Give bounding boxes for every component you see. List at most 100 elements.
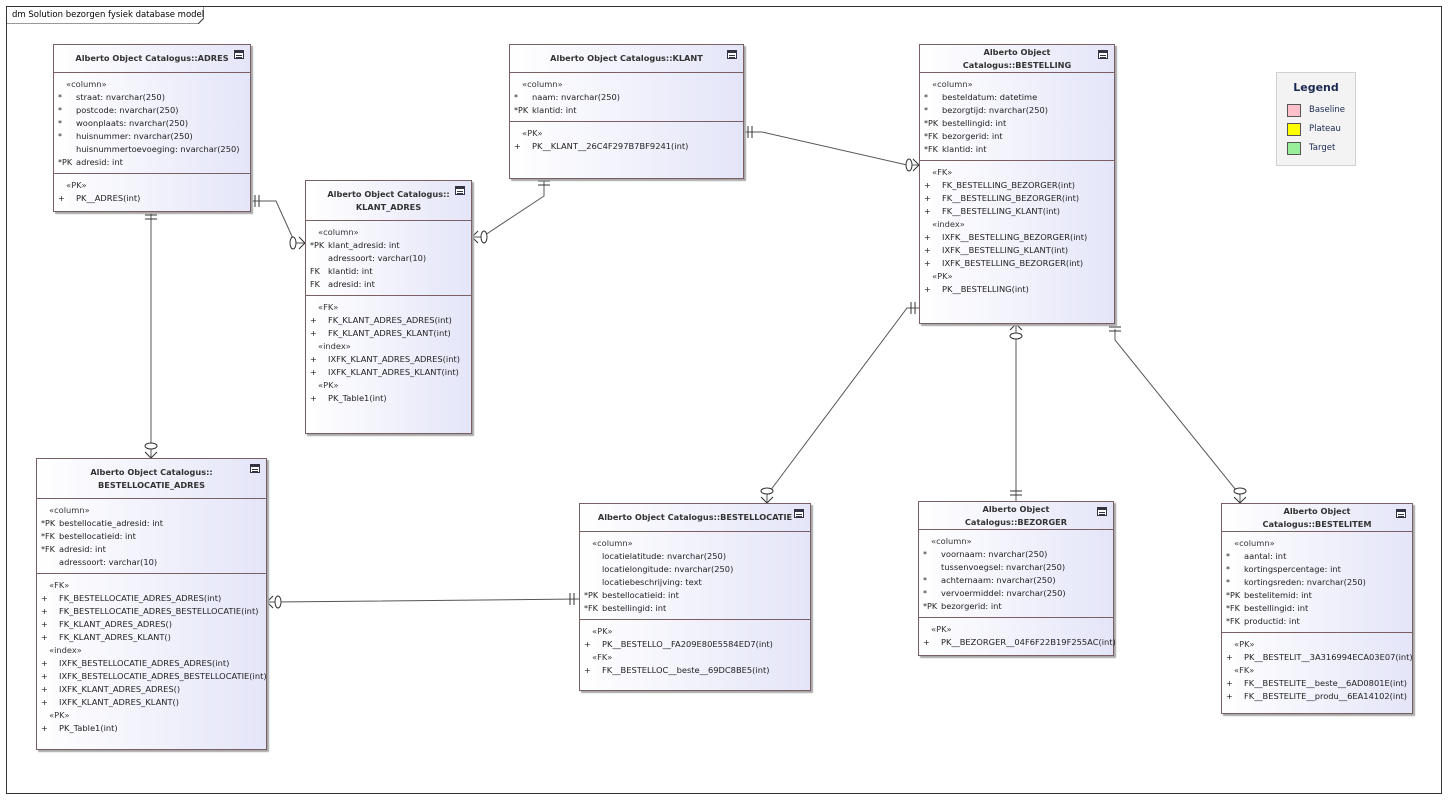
table-row[interactable]: +IXFK_KLANT_ADRES_KLANT(int) bbox=[306, 366, 471, 379]
table-row[interactable]: +IXFK_BESTELLING_BEZORGER(int) bbox=[920, 257, 1114, 270]
table-row[interactable]: *bezorgtijd: nvarchar(250) bbox=[920, 104, 1114, 117]
table-row[interactable]: *kortingsreden: nvarchar(250) bbox=[1222, 576, 1412, 589]
row-marker: *PK bbox=[1226, 591, 1241, 600]
table-row[interactable]: +FK_KLANT_ADRES_KLANT(int) bbox=[306, 327, 471, 340]
table-row[interactable]: +IXFK__BESTELLING_KLANT(int) bbox=[920, 244, 1114, 257]
table-row[interactable]: +PK_Table1(int) bbox=[37, 722, 266, 735]
table-row[interactable]: adressoort: varchar(10) bbox=[37, 556, 266, 569]
table-row[interactable]: +FK__BESTELLOC__beste__69DC8BE5(int) bbox=[580, 664, 810, 677]
table-row[interactable]: +PK__BESTELIT__3A316994ECA03E07(int) bbox=[1222, 651, 1413, 664]
table-row[interactable]: *postcode: nvarchar(250) bbox=[54, 104, 250, 117]
table-bezorger[interactable]: Alberto Object Catalogus::BEZORGER«colum… bbox=[918, 501, 1116, 656]
row-marker: + bbox=[41, 698, 48, 707]
row-marker: * bbox=[923, 550, 927, 559]
table-row[interactable]: adressoort: varchar(10) bbox=[306, 252, 471, 265]
table-section: «column»locatielatitude: nvarchar(250)lo… bbox=[580, 532, 810, 620]
table-row[interactable]: +FK_KLANT_ADRES_ADRES(int) bbox=[306, 314, 471, 327]
table-adres[interactable]: Alberto Object Catalogus::ADRES«column»*… bbox=[53, 44, 251, 212]
table-row[interactable]: +PK__BESTELLO__FA209E80E5584ED7(int) bbox=[580, 638, 810, 651]
table-row[interactable]: +IXFK_BESTELLOCATIE_ADRES_ADRES(int) bbox=[37, 657, 266, 670]
row-marker: FK bbox=[310, 267, 320, 276]
table-row[interactable]: +PK__KLANT__26C4F297B7BF9241(int) bbox=[510, 140, 743, 153]
table-row[interactable]: +IXFK_KLANT_ADRES_ADRES() bbox=[37, 683, 266, 696]
table-row[interactable]: +FK__BESTELITE__produ__6EA14102(int) bbox=[1222, 690, 1412, 703]
table-row[interactable]: *woonplaats: nvarchar(250) bbox=[54, 117, 250, 130]
table-row[interactable]: locatielongitude: nvarchar(250) bbox=[580, 563, 810, 576]
table-row[interactable]: +FK__BESTELLING_BEZORGER(int) bbox=[920, 192, 1114, 205]
table-section: «PK»+PK__ADRES(int) bbox=[54, 174, 250, 209]
many-marker bbox=[274, 595, 282, 609]
legend[interactable]: Legend Baseline Plateau Target bbox=[1276, 72, 1356, 166]
table-row[interactable]: +PK__BESTELLING(int) bbox=[920, 283, 1114, 296]
table-section: «FK»+FK_BESTELLOCATIE_ADRES_ADRES(int)+F… bbox=[37, 574, 267, 739]
row-text: PK__BESTELLING(int) bbox=[942, 284, 1029, 294]
table-row[interactable]: *kortingspercentage: int bbox=[1222, 563, 1412, 576]
table-row[interactable]: +FK__BESTELITE__beste__6AD0801E(int) bbox=[1222, 677, 1412, 690]
table-section: «PK»+PK__BESTELLO__FA209E80E5584ED7(int)… bbox=[580, 620, 810, 681]
row-marker: *FK bbox=[1226, 617, 1240, 626]
table-klant-adres[interactable]: Alberto Object Catalogus::KLANT_ADRES«co… bbox=[305, 180, 472, 434]
table-row[interactable]: +FK__BESTELLING_KLANT(int) bbox=[920, 205, 1114, 218]
table-row[interactable]: tussenvoegsel: nvarchar(250) bbox=[919, 561, 1113, 574]
table-row[interactable]: *voornaam: nvarchar(250) bbox=[919, 548, 1113, 561]
table-row[interactable]: locatiebeschrijving: text bbox=[580, 576, 810, 589]
table-klant[interactable]: Alberto Object Catalogus::KLANT«column»*… bbox=[509, 44, 744, 179]
table-row[interactable]: +IXFK__BESTELLING_BEZORGER(int) bbox=[920, 231, 1114, 244]
row-marker: + bbox=[310, 368, 317, 377]
table-row[interactable]: +FK_KLANT_ADRES_KLANT() bbox=[37, 631, 266, 644]
table-row[interactable]: +IXFK_BESTELLOCATIE_ADRES_BESTELLOCATIE(… bbox=[37, 670, 267, 683]
row-text: IXFK_BESTELLOCATIE_ADRES_BESTELLOCATIE(i… bbox=[59, 671, 267, 681]
row-text: FK_KLANT_ADRES_ADRES() bbox=[59, 619, 173, 629]
table-bestelitem[interactable]: Alberto Object Catalogus::BESTELITEM«col… bbox=[1221, 503, 1413, 714]
table-row[interactable]: +IXFK_KLANT_ADRES_KLANT() bbox=[37, 696, 266, 709]
table-row[interactable]: *achternaam: nvarchar(250) bbox=[919, 574, 1113, 587]
table-row[interactable]: *aantal: int bbox=[1222, 550, 1412, 563]
table-row[interactable]: *besteldatum: datetime bbox=[920, 91, 1114, 104]
row-marker: * bbox=[923, 589, 927, 598]
table-row[interactable]: +FK_BESTELLOCATIE_ADRES_BESTELLOCATIE(in… bbox=[37, 605, 266, 618]
table-bestelling[interactable]: Alberto Object Catalogus::BESTELLING«col… bbox=[919, 44, 1115, 324]
many-marker bbox=[760, 487, 774, 495]
table-row[interactable]: *huisnummer: nvarchar(250) bbox=[54, 130, 250, 143]
table-row[interactable]: +FK_BESTELLING_BEZORGER(int) bbox=[920, 179, 1114, 192]
table-row[interactable]: +FK_KLANT_ADRES_ADRES() bbox=[37, 618, 266, 631]
row-text: IXFK_BESTELLING_BEZORGER(int) bbox=[942, 258, 1084, 268]
many-marker bbox=[1233, 487, 1247, 495]
row-text: bestellocatieid: int bbox=[59, 531, 136, 541]
table-row[interactable]: locatielatitude: nvarchar(250) bbox=[580, 550, 810, 563]
row-text: IXFK__BESTELLING_KLANT(int) bbox=[942, 245, 1069, 255]
table-bestellocatie[interactable]: Alberto Object Catalogus::BESTELLOCATIE«… bbox=[579, 503, 811, 691]
table-row[interactable]: +IXFK_KLANT_ADRES_ADRES(int) bbox=[306, 353, 471, 366]
table-row[interactable]: +PK__BEZORGER__04F6F22B19F255AC(int) bbox=[919, 636, 1116, 649]
table-row[interactable]: +PK__ADRES(int) bbox=[54, 192, 250, 205]
table-row[interactable]: +PK_Table1(int) bbox=[306, 392, 471, 405]
stereotype-label: «FK» bbox=[318, 302, 339, 312]
table-bestellocatie-adres[interactable]: Alberto Object Catalogus::BESTELLOCATIE_… bbox=[36, 458, 267, 750]
legend-swatch-baseline bbox=[1287, 104, 1301, 117]
table-row[interactable]: +FK_BESTELLOCATIE_ADRES_ADRES(int) bbox=[37, 592, 266, 605]
table-row[interactable]: *naam: nvarchar(250) bbox=[510, 91, 743, 104]
table-row[interactable]: *straat: nvarchar(250) bbox=[54, 91, 250, 104]
row-text: huisnummer: nvarchar(250) bbox=[76, 131, 193, 141]
table-row[interactable]: huisnummertoevoeging: nvarchar(250) bbox=[54, 143, 250, 156]
row-text: adressoort: varchar(10) bbox=[59, 557, 158, 567]
table-title: Alberto Object Catalogus::BEZORGER bbox=[964, 503, 1068, 527]
table-row[interactable]: *vervoermiddel: nvarchar(250) bbox=[919, 587, 1113, 600]
